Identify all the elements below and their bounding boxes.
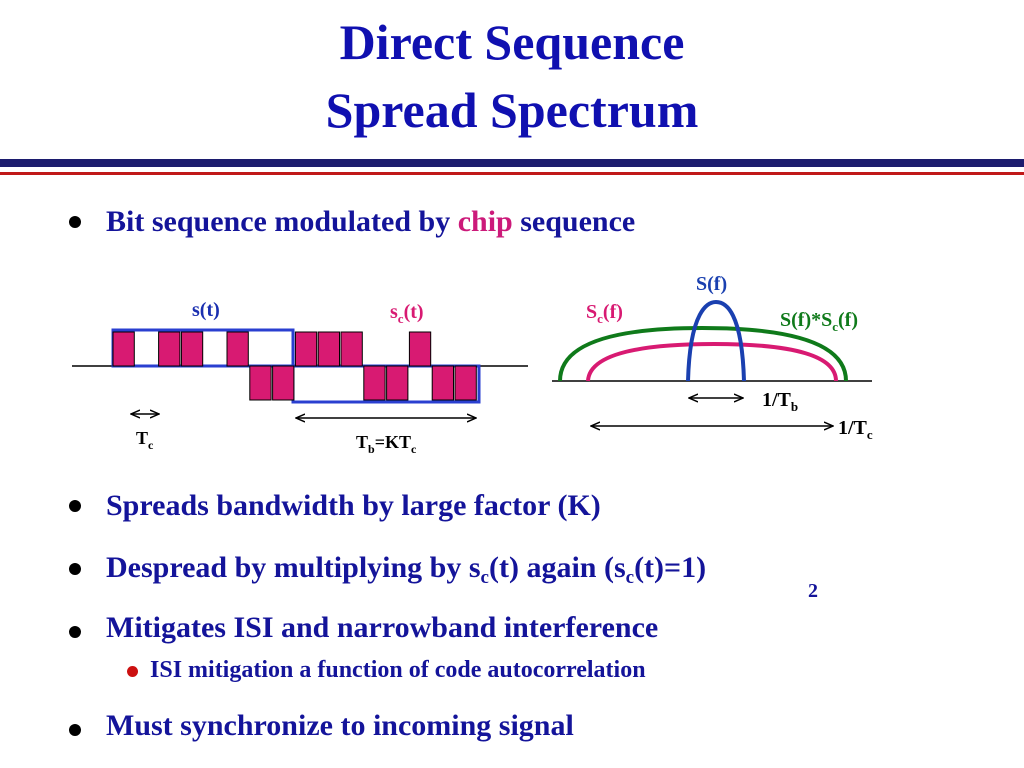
bullet-1: Bit sequence modulated by chip sequence: [106, 204, 635, 240]
chip-pulse: [431, 365, 455, 401]
tb-label: Tb=KTc: [356, 432, 417, 456]
bullet-3-sub-1: c: [480, 567, 489, 588]
bullet-5: Must synchronize to incoming signal: [106, 709, 574, 742]
bullet-dot: [69, 500, 81, 512]
sc-t-label-base: s: [390, 301, 398, 323]
bullet-3-part-1: Despread by multiplying by s: [106, 551, 481, 584]
chip-pulse: [112, 331, 135, 367]
s-spectrum-curve: [686, 299, 746, 382]
conv-label-base: S(f)*S: [780, 309, 832, 331]
chip-pulse: [363, 365, 386, 401]
bullet-3-part-2: (t) again (s: [488, 551, 626, 584]
inv-tb-label: 1/Tb: [762, 389, 798, 414]
title-line-2: Spread Spectrum: [325, 82, 699, 138]
tb-label-sub: b: [368, 442, 375, 456]
bullet-dot: [69, 626, 81, 638]
chip-pulse: [386, 365, 409, 401]
bullet-1-chip-word: chip: [457, 205, 513, 238]
chip-pulse: [180, 331, 204, 367]
chip-pulse: [454, 365, 477, 401]
sc-t-label-tail: (t): [404, 301, 424, 323]
sc-f-label-sub: c: [597, 311, 603, 326]
tb-label-mid: =KT: [375, 432, 411, 452]
chip-sequence: [112, 331, 477, 401]
bullet-3-part-3: (t)=1): [634, 551, 707, 584]
sc-t-label-sub: c: [398, 311, 404, 326]
conv-spectrum-curve: [558, 325, 848, 382]
title-rule-navy: [0, 159, 1024, 167]
bullet-4: Mitigates ISI and narrowband interferenc…: [106, 611, 659, 644]
s-f-label: S(f): [696, 273, 727, 295]
title-rule-red: [0, 172, 1024, 175]
sc-spectrum-curve: [586, 341, 838, 382]
bullet-3-sub-2: c: [625, 567, 635, 588]
inv-tb-label-base: 1/T: [762, 389, 792, 411]
inv-tb-label-sub: b: [791, 399, 798, 414]
chip-pulse: [272, 365, 295, 401]
tc-label-sub: c: [148, 438, 154, 452]
bullet-dot: [69, 724, 81, 736]
sc-f-label-tail: (f): [603, 301, 623, 323]
sub-bullet-dot: [127, 666, 138, 677]
sc-f-label-base: S: [586, 301, 597, 323]
s-t-label: s(t): [192, 299, 220, 321]
chip-pulse: [226, 331, 249, 367]
bullet-2: Spreads bandwidth by large factor (K): [106, 489, 601, 522]
chip-pulse: [158, 331, 181, 367]
sc-t-label: sc(t): [390, 301, 424, 326]
tc-label: Tc: [136, 428, 154, 452]
conv-label-tail: (f): [838, 309, 858, 331]
bullet-3: Despread by multiplying by sc(t) again (…: [106, 550, 706, 590]
inv-tc-label: 1/Tc: [838, 417, 873, 442]
chip-pulse: [408, 331, 432, 367]
chip-pulse: [340, 331, 363, 367]
sc-f-label: Sc(f): [586, 301, 623, 326]
chip-pulse: [294, 331, 318, 367]
tb-label-sub2: c: [411, 442, 417, 456]
bullet-1-text-post: sequence: [512, 205, 636, 238]
bullet-4-sub: ISI mitigation a function of code autoco…: [150, 657, 646, 683]
bullet-dot: [69, 216, 81, 228]
chip-pulse: [249, 365, 272, 401]
conv-label: S(f)*Sc(f): [780, 309, 858, 334]
chip-pulse: [317, 331, 341, 367]
inv-tc-label-sub: c: [867, 427, 873, 442]
title-line-1: Direct Sequence: [339, 14, 685, 70]
inv-tc-label-base: 1/T: [838, 417, 868, 439]
spread-spectrum-diagram: s(t) sc(t) Tc Tb=KTc S(f) Sc(f) S(f)*Sc(…: [72, 273, 873, 456]
bullet-1-text-pre: Bit sequence modulated by: [106, 205, 458, 238]
conv-label-sub: c: [832, 319, 838, 334]
tc-label-base: T: [136, 428, 148, 448]
bullet-3-superscript-2: 2: [808, 580, 818, 602]
tb-label-base: T: [356, 432, 368, 452]
bullet-dot: [69, 563, 81, 575]
